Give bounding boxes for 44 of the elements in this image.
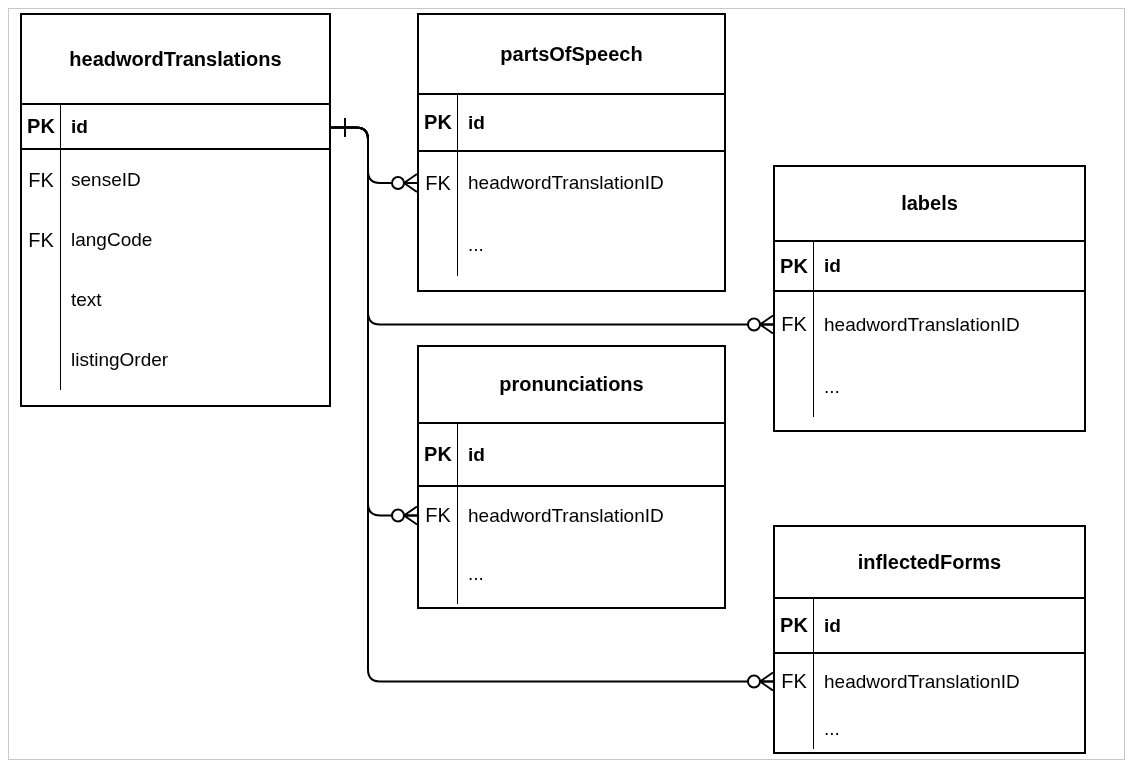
key-label: PK: [424, 443, 452, 466]
field-name: ...: [468, 563, 484, 585]
field-name: id: [71, 115, 88, 138]
primary-key-row: [419, 95, 724, 152]
field-name: ...: [824, 376, 840, 398]
field-name: headwordTranslationID: [468, 172, 664, 194]
field-name: ...: [824, 718, 840, 740]
field-name: id: [824, 614, 841, 637]
table-title: headwordTranslations: [69, 47, 282, 71]
field-name: ...: [468, 234, 484, 256]
field-name: senseID: [71, 169, 141, 191]
primary-key-row: [775, 599, 1084, 654]
entity-table: [417, 345, 726, 609]
entity-table: [773, 165, 1086, 432]
entity-table: [773, 525, 1086, 754]
primary-key-row: [419, 424, 724, 487]
field-name: text: [71, 289, 102, 311]
primary-key-row: [775, 242, 1084, 292]
key-label: FK: [781, 670, 807, 693]
field-name: headwordTranslationID: [824, 313, 1020, 336]
entity-table: [417, 13, 726, 292]
key-label: FK: [28, 168, 54, 192]
key-label: FK: [425, 171, 451, 195]
field-name: id: [824, 255, 841, 277]
table-title: pronunciations: [499, 373, 644, 396]
primary-key-row: [22, 105, 329, 150]
key-label: PK: [780, 254, 808, 278]
key-label: PK: [27, 115, 55, 138]
key-label: PK: [780, 614, 808, 637]
entity-table: [20, 13, 331, 407]
key-label: FK: [781, 313, 807, 336]
field-name: listingOrder: [71, 349, 169, 371]
field-name: id: [468, 111, 485, 134]
key-label: FK: [425, 504, 451, 527]
field-name: id: [468, 443, 485, 466]
field-name: headwordTranslationID: [824, 670, 1020, 693]
key-label: FK: [28, 228, 54, 252]
field-name: langCode: [71, 229, 153, 251]
table-title: inflectedForms: [857, 550, 1002, 574]
key-label: PK: [424, 111, 452, 134]
table-title: labels: [901, 192, 958, 215]
relationship-line: [330, 117, 774, 692]
table-title: partsOfSpeech: [500, 42, 643, 66]
field-name: headwordTranslationID: [468, 504, 664, 527]
